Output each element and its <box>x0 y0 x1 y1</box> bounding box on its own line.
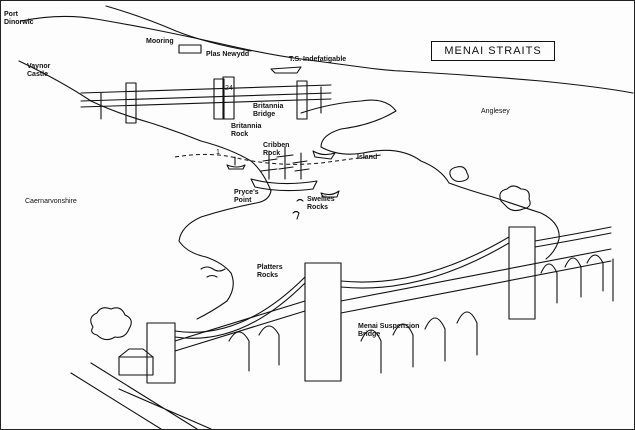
small-boat-1 <box>226 156 246 170</box>
trees <box>90 307 132 341</box>
anglesey-shore-2 <box>400 70 634 94</box>
label-menai-suspension-bridge: Menai Suspension Bridge <box>358 323 420 338</box>
small-boat-2 <box>312 150 336 160</box>
trees-far <box>449 166 469 183</box>
label-britannia-bridge: Britannia Bridge <box>253 103 284 118</box>
label-vaynor-castle: Vaynor Castle <box>27 63 51 78</box>
sailing-ship <box>250 146 318 192</box>
britannia-bridge <box>80 76 332 124</box>
label-cribben-rock: Cribben Rock <box>263 142 290 157</box>
far-shore-2 <box>105 5 252 52</box>
swellies-rocks-mark <box>292 198 304 220</box>
anglesey-shore <box>300 99 560 260</box>
label-caernarvonshire: Caernarvonshire <box>25 198 77 205</box>
house <box>118 356 154 376</box>
platters-rocks-mark <box>200 266 226 278</box>
marker-1: 1 <box>216 149 220 156</box>
ts-ship <box>270 66 302 74</box>
label-port-dinorwic: Port Dinorwic <box>4 11 34 26</box>
label-pryces-point: Pryce's Point <box>234 189 259 204</box>
caernarvon-shore <box>18 60 272 320</box>
label-swellies-rocks: Swellies Rocks <box>307 196 335 211</box>
plas-newydd-house <box>178 44 202 54</box>
far-shore <box>20 15 402 72</box>
label-ts-indefatigable: T.S. Indefatigable <box>289 56 347 63</box>
label-britannia-rock: Britannia Rock <box>231 123 262 138</box>
label-plas-newydd: Plas Newydd <box>206 51 250 58</box>
road <box>70 362 212 429</box>
map-title: MENAI STRAITS <box>431 41 555 61</box>
menai-suspension-bridge <box>146 226 614 384</box>
small-boat-3 <box>320 190 340 198</box>
label-mooring: Mooring <box>146 38 174 45</box>
trees-right <box>499 185 531 212</box>
label-anglesey: Anglesey <box>481 108 510 115</box>
label-platters-rocks: Platters Rocks <box>257 264 283 279</box>
label-island: Island <box>357 154 378 161</box>
marker-pier-24: 24 <box>225 85 233 92</box>
